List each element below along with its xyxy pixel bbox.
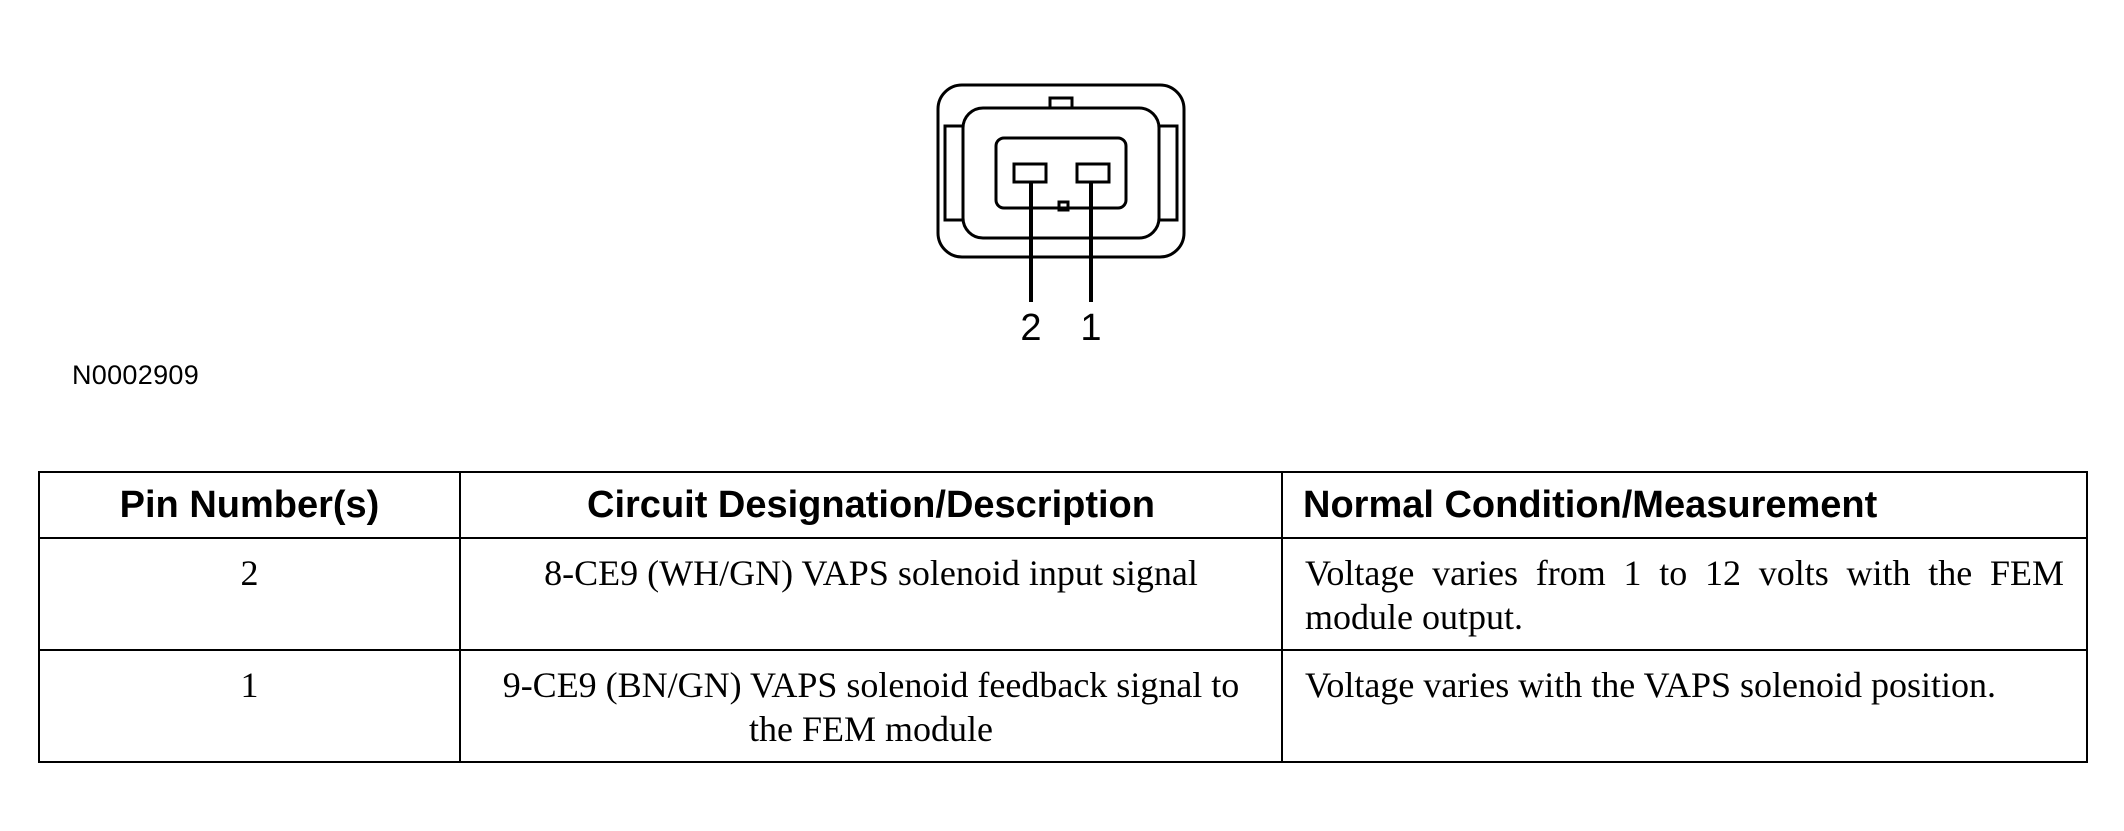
connector-housing-outer <box>936 83 1186 259</box>
pin-number-cell: 1 <box>38 649 461 763</box>
table-row: 1 9-CE9 (BN/GN) VAPS solenoid feedback s… <box>38 649 2088 763</box>
connector-latch-tab <box>1048 96 1074 110</box>
connector-right-rib <box>1157 124 1179 222</box>
table-row: 2 8-CE9 (WH/GN) VAPS solenoid input sign… <box>38 537 2088 651</box>
header-normal-condition: Normal Condition/Measurement <box>1281 471 2088 539</box>
circuit-cell: 8-CE9 (WH/GN) VAPS solenoid input signal <box>459 537 1283 651</box>
pin-2-terminal <box>1012 162 1048 184</box>
connector-key-notch <box>1057 200 1070 212</box>
pin-table: Pin Number(s) Circuit Designation/Descri… <box>38 471 2088 763</box>
condition-cell: Voltage varies from 1 to 12 volts with t… <box>1281 537 2088 651</box>
pin-1-terminal <box>1075 162 1111 184</box>
header-pin-numbers: Pin Number(s) <box>38 471 461 539</box>
pin-1-label: 1 <box>1080 307 1101 349</box>
pin-number-cell: 2 <box>38 537 461 651</box>
circuit-cell: 9-CE9 (BN/GN) VAPS solenoid feedback sig… <box>459 649 1283 763</box>
connector-diagram: 2 1 <box>936 83 1186 349</box>
condition-cell: Voltage varies with the VAPS solenoid po… <box>1281 649 2088 763</box>
connector-housing-inner <box>961 106 1161 240</box>
table-header-row: Pin Number(s) Circuit Designation/Descri… <box>38 471 2088 539</box>
header-circuit-designation: Circuit Designation/Description <box>459 471 1283 539</box>
figure-id: N0002909 <box>72 360 200 390</box>
connector-left-rib <box>943 124 965 222</box>
terminal-cavity <box>994 136 1128 210</box>
pin-2-label: 2 <box>1020 307 1041 349</box>
